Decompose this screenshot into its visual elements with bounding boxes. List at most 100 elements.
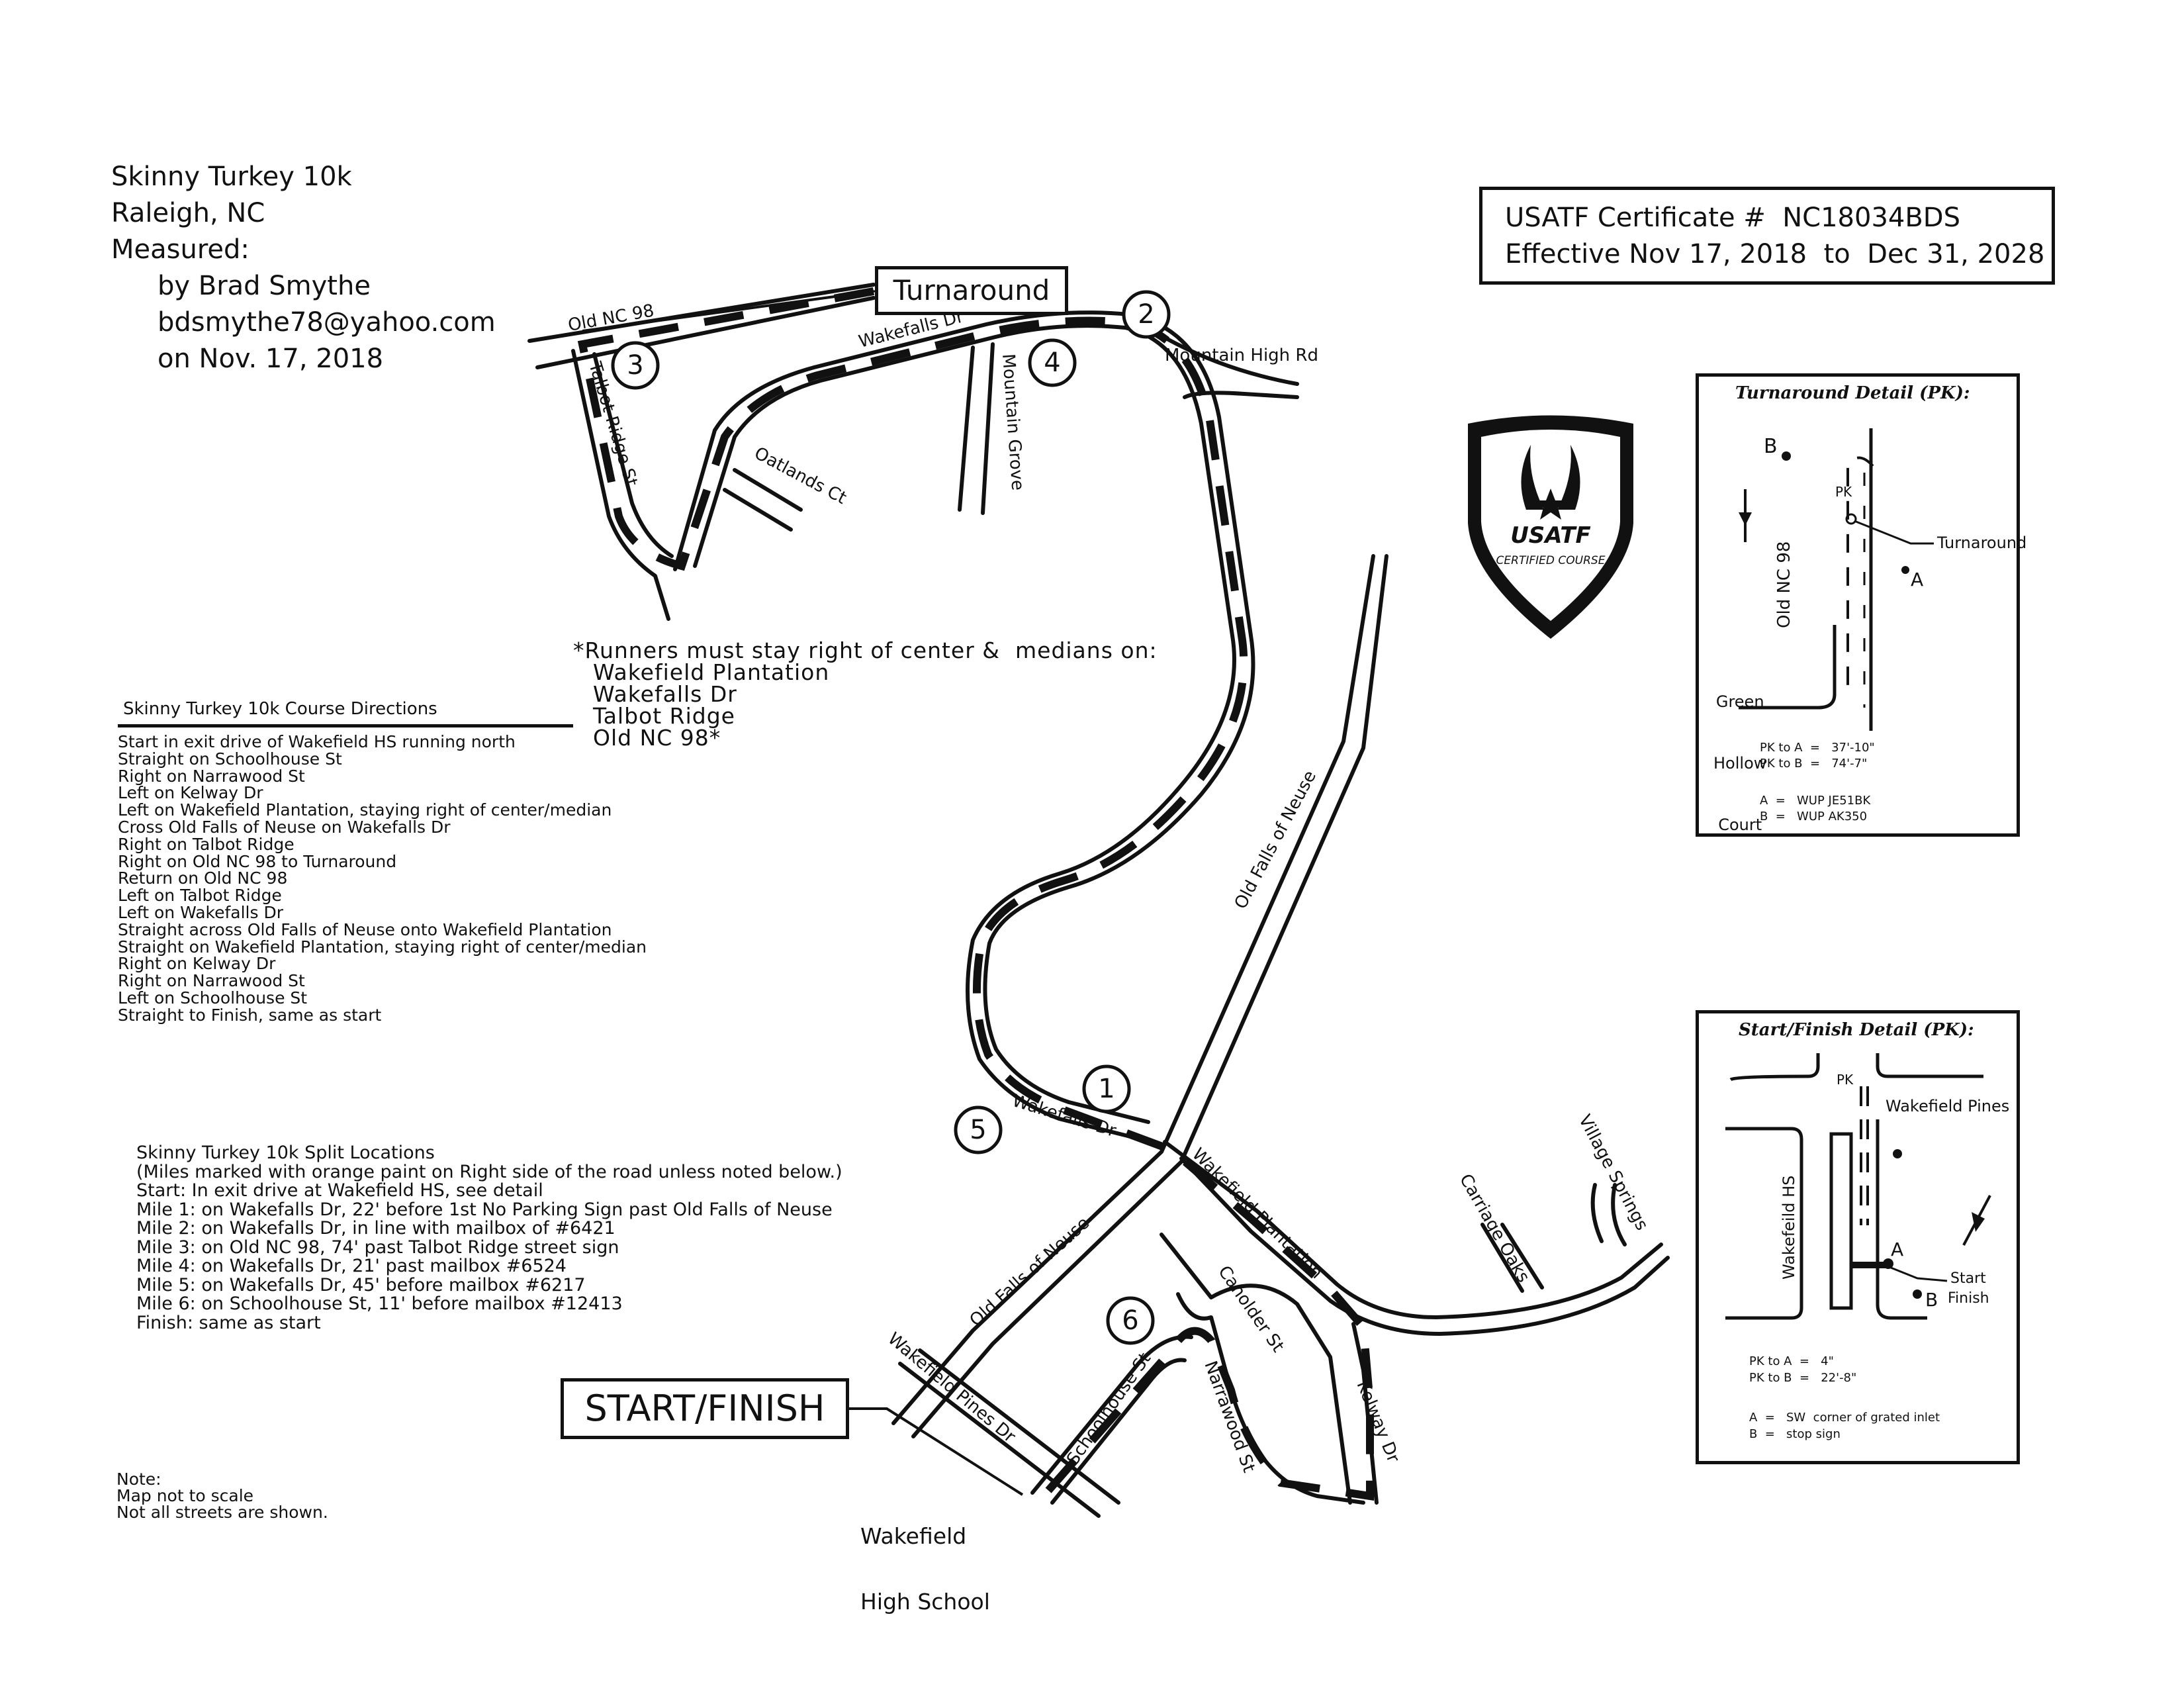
direction-step: Straight on Wakefield Plantation, stayin…	[118, 937, 647, 957]
course-route	[577, 287, 1374, 1501]
split-line: Mile 4: on Wakefalls Dr, 21' past mailbo…	[136, 1256, 567, 1276]
direction-step: Cross Old Falls of Neuse on Wakefalls Dr	[118, 817, 451, 837]
start-point-label: Start	[1950, 1270, 1986, 1287]
b-definition: B = WUP AK350	[1760, 810, 1868, 823]
wakefield-hs-label: Wakefeild HS	[1780, 1175, 1798, 1280]
label-wakefield-pines: Wakefield Pines Dr	[884, 1329, 1020, 1447]
direction-step: Right on Narrawood St	[118, 971, 305, 991]
direction-step: Start in exit drive of Wakefield HS runn…	[118, 732, 516, 751]
svg-text:USATF: USATF	[1510, 522, 1591, 549]
label-wakefield-plantation: Wakefield Plantation	[1188, 1145, 1326, 1283]
directions-list: Start in exit drive of Wakefield HS runn…	[118, 733, 647, 1024]
label-mountain-high: Mountain High Rd	[1165, 346, 1318, 365]
turnaround-detail-title: Turnaround Detail (PK):	[1735, 383, 1970, 403]
direction-step: Left on Talbot Ridge	[118, 886, 282, 906]
svg-text:4: 4	[1044, 348, 1060, 378]
label-kelway: Kelway Dr	[1353, 1378, 1404, 1466]
finish-point-label: Finish	[1948, 1290, 1989, 1307]
winged-star-shield-icon	[1521, 445, 1580, 520]
turnaround-b-label: B	[1764, 435, 1778, 458]
turnaround-a-label: A	[1911, 569, 1924, 590]
pk-to-b: PK to B = 74'-7"	[1760, 757, 1868, 771]
label-mountain-grove: Mountain Grove	[998, 353, 1027, 491]
pk-to-a: PK to A = 37'-10"	[1760, 741, 1875, 755]
road-carriage-oaks	[1480, 1223, 1544, 1293]
turnaround-leader	[582, 290, 874, 332]
direction-step: Straight across Old Falls of Neuse onto …	[118, 919, 612, 939]
direction-step: Right on Narrawood St	[118, 766, 305, 786]
a-definition: A = WUP JE51BK	[1760, 794, 1871, 808]
directions-title: Skinny Turkey 10k Course Directions	[123, 699, 437, 719]
label-oatlands: Oatlands Ct	[751, 444, 850, 508]
turnaround-detail-diagram	[1739, 428, 1934, 731]
label-carriage-oaks: Carriage Oaks	[1455, 1171, 1533, 1286]
start-a-definition: A = SW corner of grated inlet	[1749, 1411, 1940, 1425]
svg-text:5: 5	[970, 1115, 986, 1145]
svg-text:2: 2	[1138, 299, 1154, 330]
direction-step: Left on Schoolhouse St	[118, 988, 308, 1008]
split-line: Mile 3: on Old NC 98, 74' past Talbot Ri…	[136, 1237, 619, 1258]
school-label: Wakefield High School	[860, 1523, 990, 1615]
start-pk-label: PK	[1837, 1072, 1854, 1088]
start-b-label: B	[1925, 1289, 1938, 1311]
road-mountain-high	[1163, 336, 1299, 399]
road-old-falls-of-neuse	[891, 554, 1388, 1438]
direction-step: Straight to Finish, same as start	[118, 1005, 382, 1025]
green-hollow-label: Green Hollow Court	[1713, 692, 1767, 834]
svg-text:3: 3	[627, 350, 643, 381]
splits-title: Skinny Turkey 10k Split Locations	[136, 1143, 435, 1163]
split-line: (Miles marked with orange paint on Right…	[136, 1161, 842, 1182]
svg-text:1: 1	[1098, 1074, 1115, 1104]
direction-step: Left on Kelway Dr	[118, 783, 263, 803]
start-finish-detail: Start/Finish Detail (PK): PK Wakefield P…	[1696, 1010, 2020, 1464]
measured-date: on Nov. 17, 2018	[158, 344, 384, 374]
start-b-definition: B = stop sign	[1749, 1427, 1841, 1441]
road-village-springs	[1590, 1183, 1627, 1246]
svg-text:CERTIFIED COURSE: CERTIFIED COURSE	[1496, 554, 1606, 567]
split-line: Start: In exit drive at Wakefield HS, se…	[136, 1180, 543, 1201]
label-old-falls-lower: Old Falls of Neuse	[966, 1213, 1093, 1331]
map-note: Note: Map not to scale Not all streets a…	[116, 1470, 328, 1522]
split-line: Mile 1: on Wakefalls Dr, 22' before 1st …	[136, 1199, 833, 1220]
turnaround-label: Turnaround	[875, 266, 1068, 315]
road-mountain-grove	[958, 342, 995, 515]
direction-step: Return on Old NC 98	[118, 868, 288, 888]
race-location: Raleigh, NC	[111, 198, 265, 228]
start-pk-to-b: PK to B = 22'-8"	[1749, 1371, 1857, 1385]
direction-step: Right on Talbot Ridge	[118, 834, 295, 854]
measurer-name: by Brad Smythe	[158, 271, 371, 301]
directions-divider	[118, 724, 573, 727]
certificate-effective: Effective Nov 17, 2018 to Dec 31, 2028	[1505, 239, 2045, 269]
svg-text:6: 6	[1122, 1305, 1138, 1336]
header-block: Skinny Turkey 10k Raleigh, NC Measured: …	[111, 159, 496, 377]
start-detail-title: Start/Finish Detail (PK):	[1739, 1020, 1974, 1040]
start-detail-diagram	[1725, 1053, 1991, 1320]
split-line: Finish: same as start	[136, 1312, 321, 1333]
turnaround-detail: Turnaround Detail (PK): B A PK Turnaroun…	[1696, 373, 2026, 837]
usatf-logo: USATF CERTIFIED COURSE	[1468, 415, 1633, 639]
direction-step: Left on Wakefalls Dr	[118, 902, 283, 922]
mile-marker-5: 5	[954, 1105, 1003, 1154]
split-line: Mile 5: on Wakefalls Dr, 45' before mail…	[136, 1274, 586, 1295]
direction-step: Right on Old NC 98 to Turnaround	[118, 851, 397, 871]
split-locations: Skinny Turkey 10k Split Locations (Miles…	[136, 1143, 842, 1333]
start-pk-to-a: PK to A = 4"	[1749, 1354, 1834, 1368]
direction-step: Straight on Schoolhouse St	[118, 749, 342, 769]
direction-step: Left on Wakefield Plantation, staying ri…	[118, 800, 612, 820]
mile-marker-1: 1	[1082, 1064, 1131, 1113]
runners-note: *Runners must stay right of center & med…	[573, 637, 1158, 751]
wakefield-pines-label: Wakefield Pines	[1886, 1097, 2010, 1115]
road-wakefalls-upper	[693, 324, 1236, 1141]
turnaround-point-label: Turnaround	[1937, 534, 2027, 552]
mile-marker-4: 4	[1028, 338, 1077, 387]
measurer-email: bdsmythe78@yahoo.com	[158, 307, 496, 338]
mile-marker-2: 2	[1122, 290, 1171, 339]
certificate-box: USATF Certificate # NC18034BDS Effective…	[1479, 187, 2055, 285]
label-canolder: Canolder St	[1214, 1262, 1288, 1356]
mile-marker-6: 6	[1106, 1296, 1155, 1345]
start-finish-label: START/FINISH	[561, 1378, 849, 1439]
split-line: Mile 2: on Wakefalls Dr, in line with ma…	[136, 1218, 615, 1239]
mile-marker-3: 3	[611, 341, 660, 390]
road-wakefalls-upper-inner	[673, 310, 1255, 1124]
